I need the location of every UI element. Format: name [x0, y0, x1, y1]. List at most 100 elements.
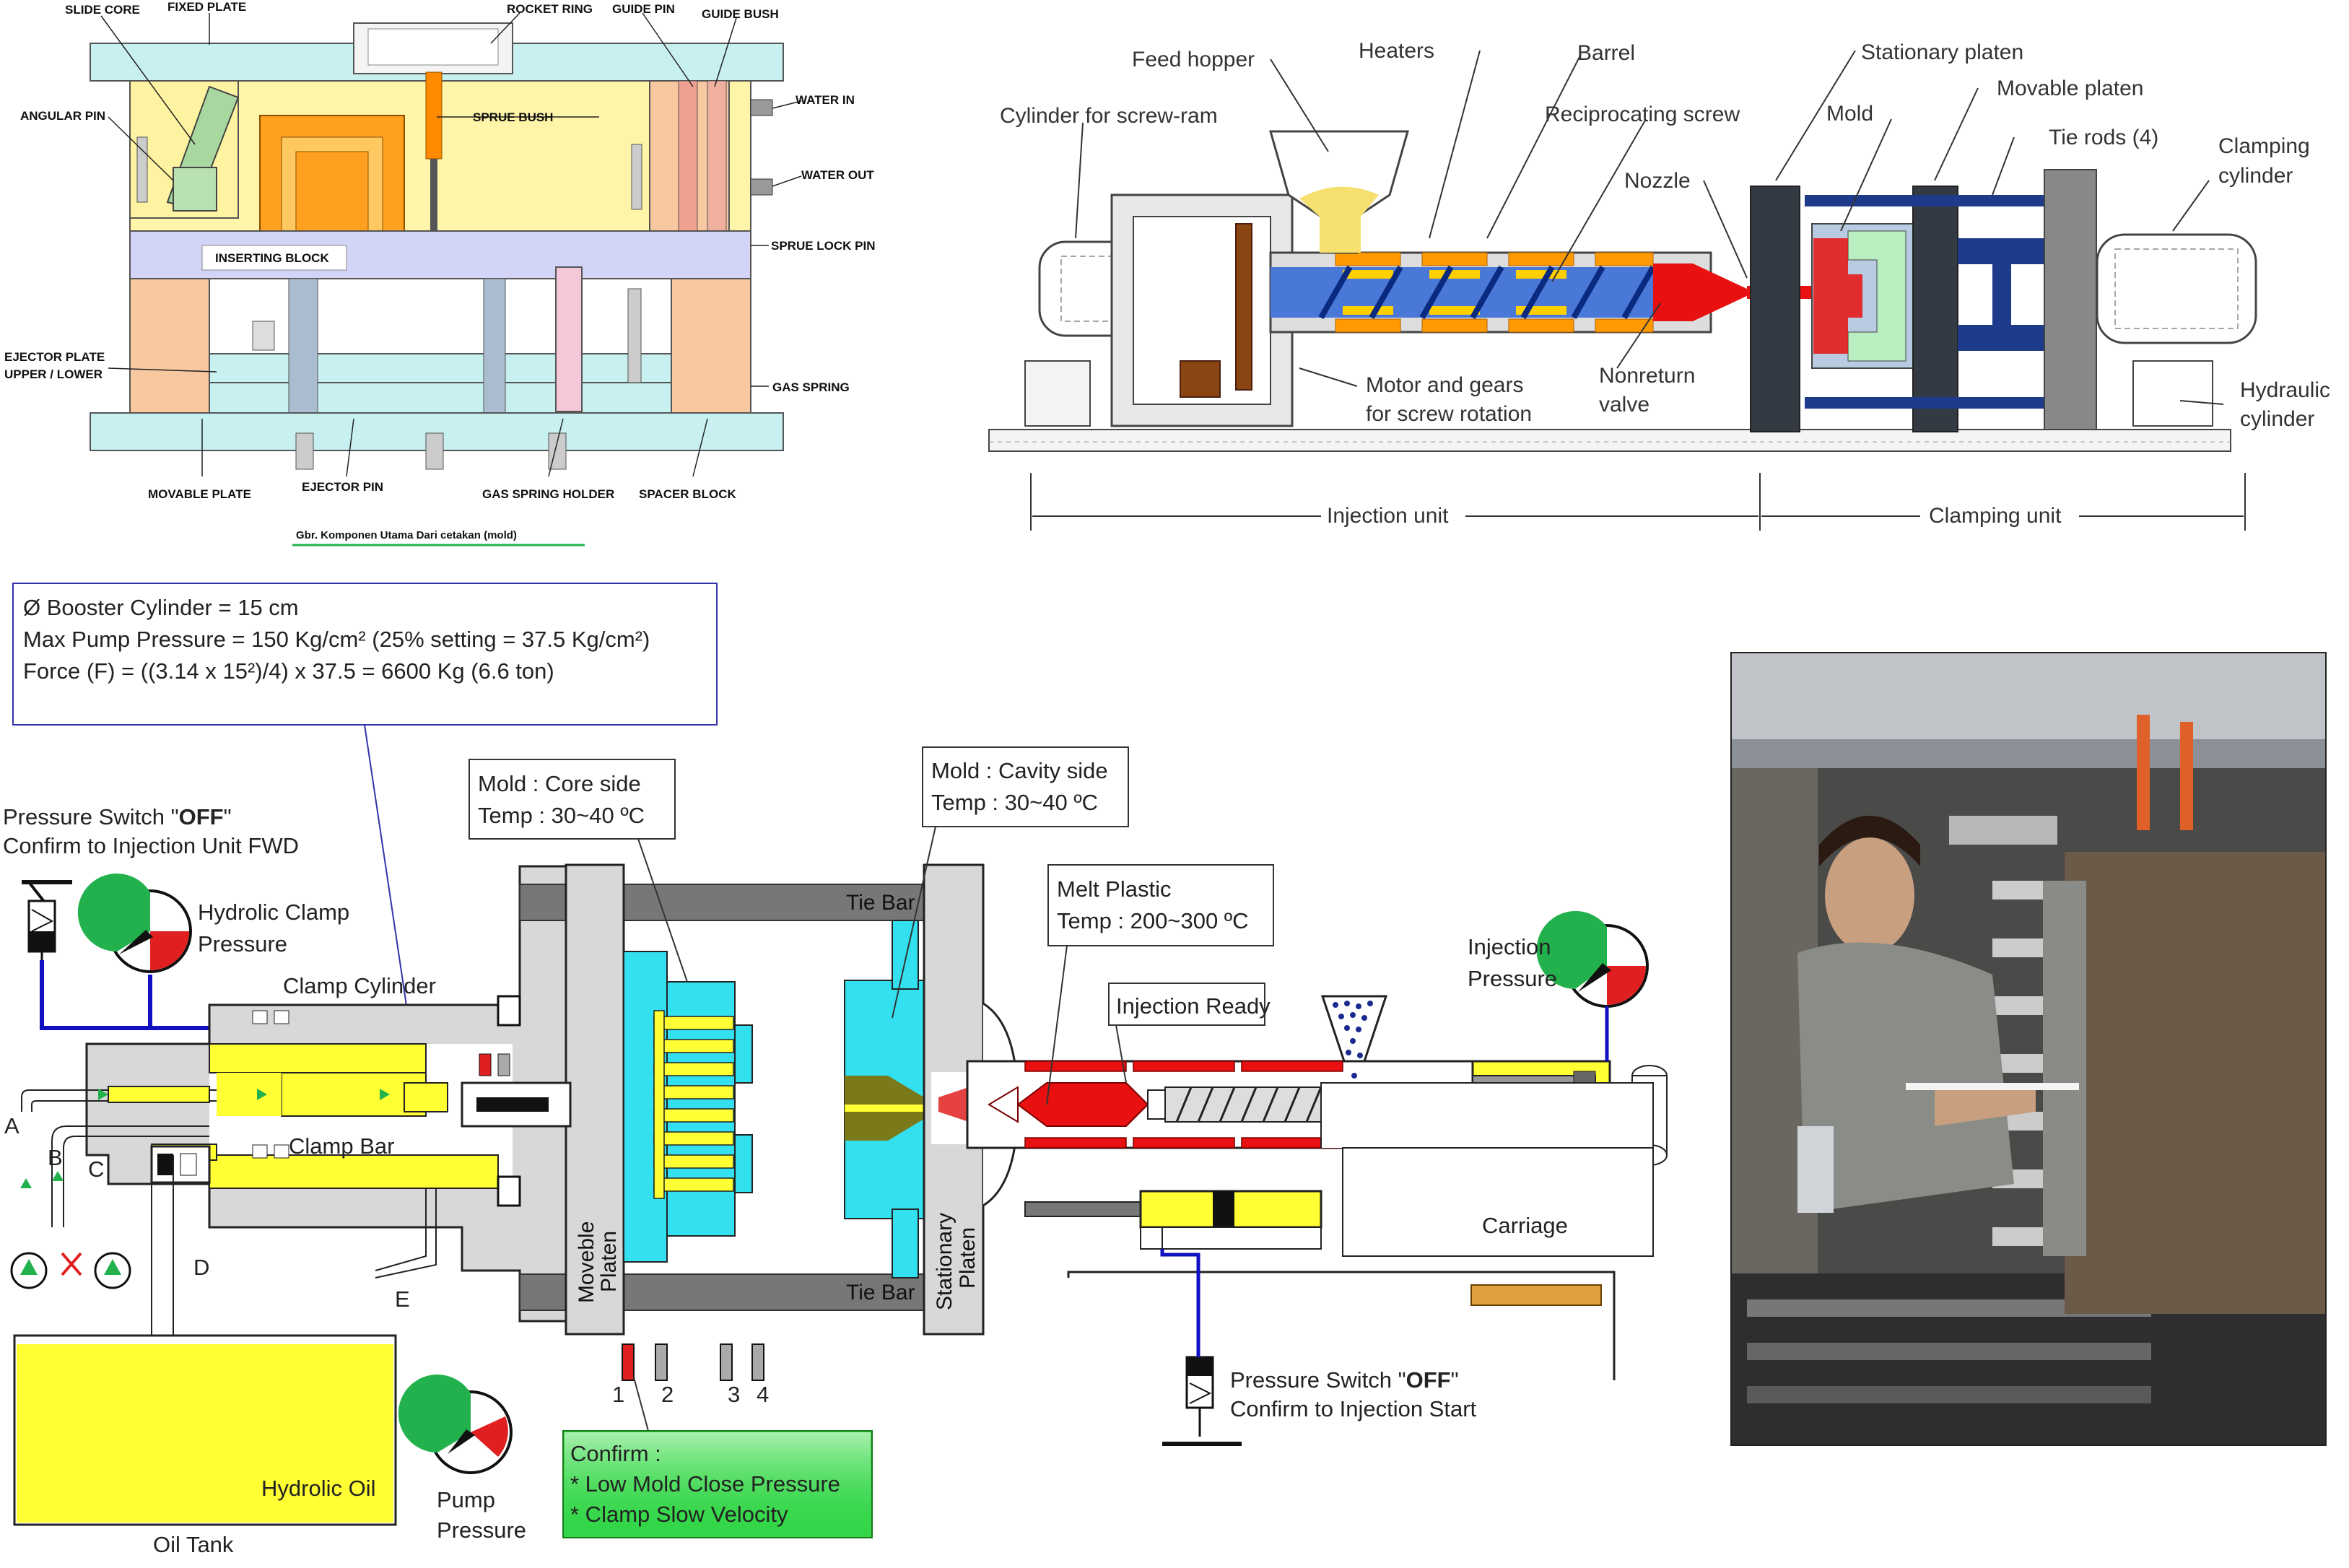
label-clamping-cylinder-1: Clamping — [2218, 134, 2310, 158]
label-spacer-block: SPACER BLOCK — [639, 487, 736, 501]
motor-icon — [1180, 360, 1221, 398]
label-cylinder-screw-ram: Cylinder for screw-ram — [1000, 104, 1218, 128]
rear-platen — [2044, 169, 2097, 430]
label-mold-core-2: Temp : 30~40 ºC — [478, 803, 645, 828]
gas-spring — [555, 266, 583, 412]
label-injection-unit: Injection unit — [1327, 504, 1449, 528]
confirm-item-2: * Clamp Slow Velocity — [570, 1502, 788, 1527]
label-tie-bar-top: Tie Bar — [846, 891, 915, 915]
melt-front — [1653, 263, 1747, 321]
hydraulic-cylinder — [2132, 360, 2213, 427]
indicator-number-2: 2 — [661, 1382, 674, 1407]
movable-platen — [1912, 186, 1958, 432]
label-mold-cavity-1: Mold : Cavity side — [931, 758, 1108, 783]
label-mold-core-1: Mold : Core side — [478, 771, 641, 796]
label-angular-pin: ANGULAR PIN — [20, 109, 105, 123]
label-rocket-ring: ROCKET RING — [507, 2, 593, 16]
spacer-block-right — [671, 278, 751, 414]
label-mold-cavity-2: Temp : 30~40 ºC — [931, 790, 1098, 815]
label-hydrolic-clamp-2: Pressure — [198, 931, 287, 957]
label-moveble-platen-2: Platen — [597, 1231, 621, 1292]
label-clamp-bar: Clamp Bar — [289, 1133, 394, 1159]
label-sprue-bush: SPRUE BUSH — [473, 110, 553, 124]
indicator-lamps — [622, 1343, 764, 1381]
operator-photo — [1730, 652, 2327, 1446]
label-stationary-platen-1: Stationary — [933, 1213, 956, 1310]
label-melt-2: Temp : 200~300 ºC — [1057, 908, 1249, 933]
booster-line-1: Ø Booster Cylinder = 15 cm — [23, 595, 299, 620]
melt-plastic-box — [1047, 864, 1274, 946]
injection-ready-box — [1108, 983, 1265, 1026]
indicator-number-3: 3 — [728, 1382, 740, 1407]
label-tie-bar-bottom: Tie Bar — [846, 1281, 915, 1305]
mold-caption: Gbr. Komponen Utama Dari cetakan (mold) — [296, 529, 517, 541]
hydrolic-clamp-gauge — [77, 874, 192, 973]
indicator-lamp-4 — [751, 1343, 764, 1381]
label-slide-core: SLIDE CORE — [65, 3, 140, 17]
label-movable-platen: Movable platen — [1997, 77, 2143, 100]
sprue — [425, 71, 443, 160]
pressure-switch-right-line2: Confirm to Injection Start — [1230, 1396, 1477, 1421]
close-icon — [61, 1252, 82, 1276]
label-stationary-platen: Stationary platen — [1861, 40, 2023, 64]
label-nozzle: Nozzle — [1624, 169, 1691, 193]
booster-line-3: Force (F) = ((3.14 x 15²)/4) x 37.5 = 66… — [23, 658, 554, 684]
label-ejector-plate: EJECTOR PLATE — [4, 350, 105, 364]
label-line-b: B — [48, 1145, 63, 1170]
label-gas-spring: GAS SPRING — [772, 380, 850, 394]
spacer-block-left — [129, 278, 210, 414]
label-water-in: WATER IN — [796, 93, 855, 107]
label-line-a: A — [4, 1113, 19, 1138]
label-ejector-pin: EJECTOR PIN — [302, 480, 383, 494]
label-hydrolic-clamp-1: Hydrolic Clamp — [198, 900, 349, 925]
label-injection-pressure-1: Injection — [1468, 934, 1551, 959]
machine-schematic: Feed hopper Heaters Barrel Stationary pl… — [988, 39, 2330, 531]
label-nonreturn-2: valve — [1599, 393, 1649, 417]
label-water-out: WATER OUT — [801, 168, 874, 182]
label-feed-hopper: Feed hopper — [1132, 48, 1255, 71]
melt-plastic — [1016, 1082, 1149, 1127]
pump-pressure-gauge — [398, 1375, 513, 1474]
label-tie-rods: Tie rods (4) — [2049, 126, 2158, 149]
label-guide-pin: GUIDE PIN — [612, 2, 675, 16]
label-line-e: E — [395, 1286, 410, 1312]
clamping-cylinder — [2096, 233, 2257, 344]
pellet-hopper — [1320, 995, 1388, 1063]
pressure-switch-left-line2: Confirm to Injection Unit FWD — [3, 833, 299, 858]
injection-pressure-gauge — [1536, 911, 1649, 1008]
label-melt-1: Melt Plastic — [1057, 876, 1171, 902]
carriage-rail — [1470, 1284, 1602, 1306]
gear-icon — [1235, 223, 1252, 391]
indicator-number-1: 1 — [612, 1382, 624, 1407]
label-inserting-block: INSERTING BLOCK — [215, 251, 329, 265]
pressure-switch-right-line1: Pressure Switch "OFF" — [1230, 1367, 1459, 1393]
label-stationary-platen-2: Platen — [956, 1227, 980, 1289]
label-mold: Mold — [1826, 102, 1873, 126]
indicator-lamp-3 — [720, 1343, 733, 1381]
mold-cavity-box — [922, 746, 1129, 827]
label-moveble-platen-1: Moveble — [575, 1221, 598, 1303]
label-barrel: Barrel — [1577, 41, 1635, 65]
label-hydraulic-1: Hydraulic — [2240, 378, 2330, 402]
mold-diagram: SLIDE CORE FIXED PLATE ROCKET RING GUIDE… — [4, 0, 876, 546]
label-motor-gears-2: for screw rotation — [1366, 402, 1532, 426]
indicator-number-4: 4 — [757, 1382, 769, 1407]
booster-info-box — [12, 583, 718, 726]
label-nonreturn-1: Nonreturn — [1599, 364, 1695, 388]
label-oil-tank: Oil Tank — [153, 1532, 234, 1557]
mold-core-box — [469, 759, 676, 840]
pump-icon-right — [94, 1252, 131, 1289]
label-clamping-cylinder-2: cylinder — [2218, 164, 2293, 188]
label-injection-ready: Injection Ready — [1116, 993, 1271, 1019]
label-line-c: C — [88, 1157, 104, 1182]
indicator-lamp-1 — [622, 1343, 635, 1381]
booster-line-2: Max Pump Pressure = 150 Kg/cm² (25% sett… — [23, 627, 650, 652]
label-movable-plate: MOVABLE PLATE — [148, 487, 251, 501]
label-motor-gears-1: Motor and gears — [1366, 373, 1523, 397]
confirm-title: Confirm : — [570, 1441, 661, 1466]
label-line-d: D — [193, 1255, 209, 1280]
stationary-platen — [1750, 186, 1800, 432]
label-gas-spring-holder: GAS SPRING HOLDER — [482, 487, 614, 501]
label-heaters: Heaters — [1359, 39, 1434, 63]
